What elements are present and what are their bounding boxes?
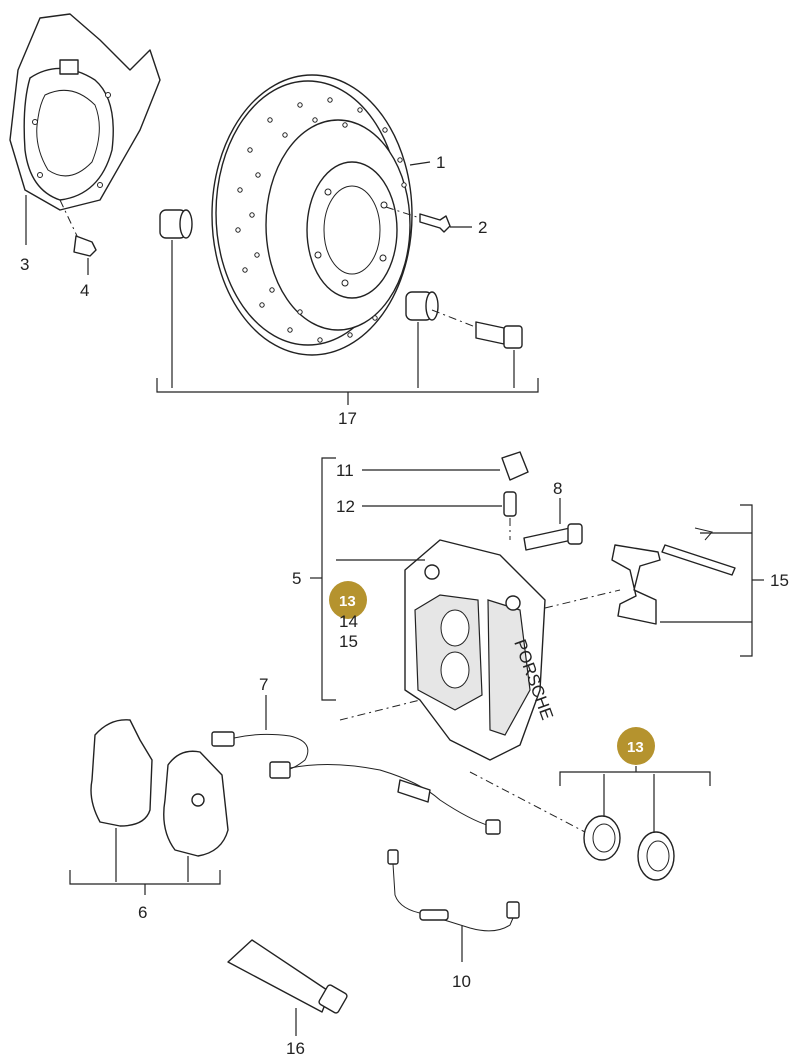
disc-screw [385, 206, 472, 233]
piston-seal-left [583, 774, 621, 861]
grease-tube [227, 939, 348, 1036]
label-part-3: 3 [20, 255, 29, 274]
bleeder-cap [501, 451, 529, 481]
svg-text:13: 13 [339, 593, 356, 610]
disc-bushing-right [405, 291, 479, 388]
label-part-4: 4 [80, 281, 89, 300]
pad-retaining-spring [611, 544, 661, 625]
label-part-14: 14 [339, 612, 358, 631]
label-part-16: 16 [286, 1039, 305, 1058]
brake-pad-rear [163, 750, 229, 882]
label-part-6: 6 [138, 903, 147, 922]
label-part-2: 2 [478, 218, 487, 237]
label-part-15-left: 15 [339, 632, 358, 651]
label-part-8: 8 [553, 479, 562, 498]
label-part-17: 17 [338, 409, 357, 428]
dust-shield [9, 13, 161, 245]
wear-sensor [211, 695, 501, 835]
disc-bolt [475, 321, 523, 388]
label-part-5: 5 [292, 569, 301, 588]
svg-text:13: 13 [627, 739, 644, 756]
label-part-15-right: 15 [770, 571, 789, 590]
brake-pad-front [90, 719, 153, 882]
piston-seal-right [637, 774, 675, 881]
brake-disc [211, 74, 431, 356]
label-part-7: 7 [259, 675, 268, 694]
badge-13-lower: 13 [617, 727, 655, 765]
bracket-5 [310, 457, 336, 701]
label-part-12: 12 [336, 497, 355, 516]
label-part-10: 10 [452, 972, 471, 991]
brake-hose [387, 849, 520, 962]
caliper-bolt [523, 498, 583, 551]
bleeder-valve [503, 491, 517, 540]
bracket-17 [156, 378, 539, 405]
badge-13-upper: 13 [329, 581, 367, 619]
retaining-pin [661, 527, 736, 576]
label-part-1: 1 [436, 153, 445, 172]
shield-bolt [59, 199, 97, 275]
label-part-11: 11 [336, 461, 354, 480]
disc-bushing-left [159, 209, 193, 388]
brake-caliper: PORSCHE [336, 539, 557, 761]
